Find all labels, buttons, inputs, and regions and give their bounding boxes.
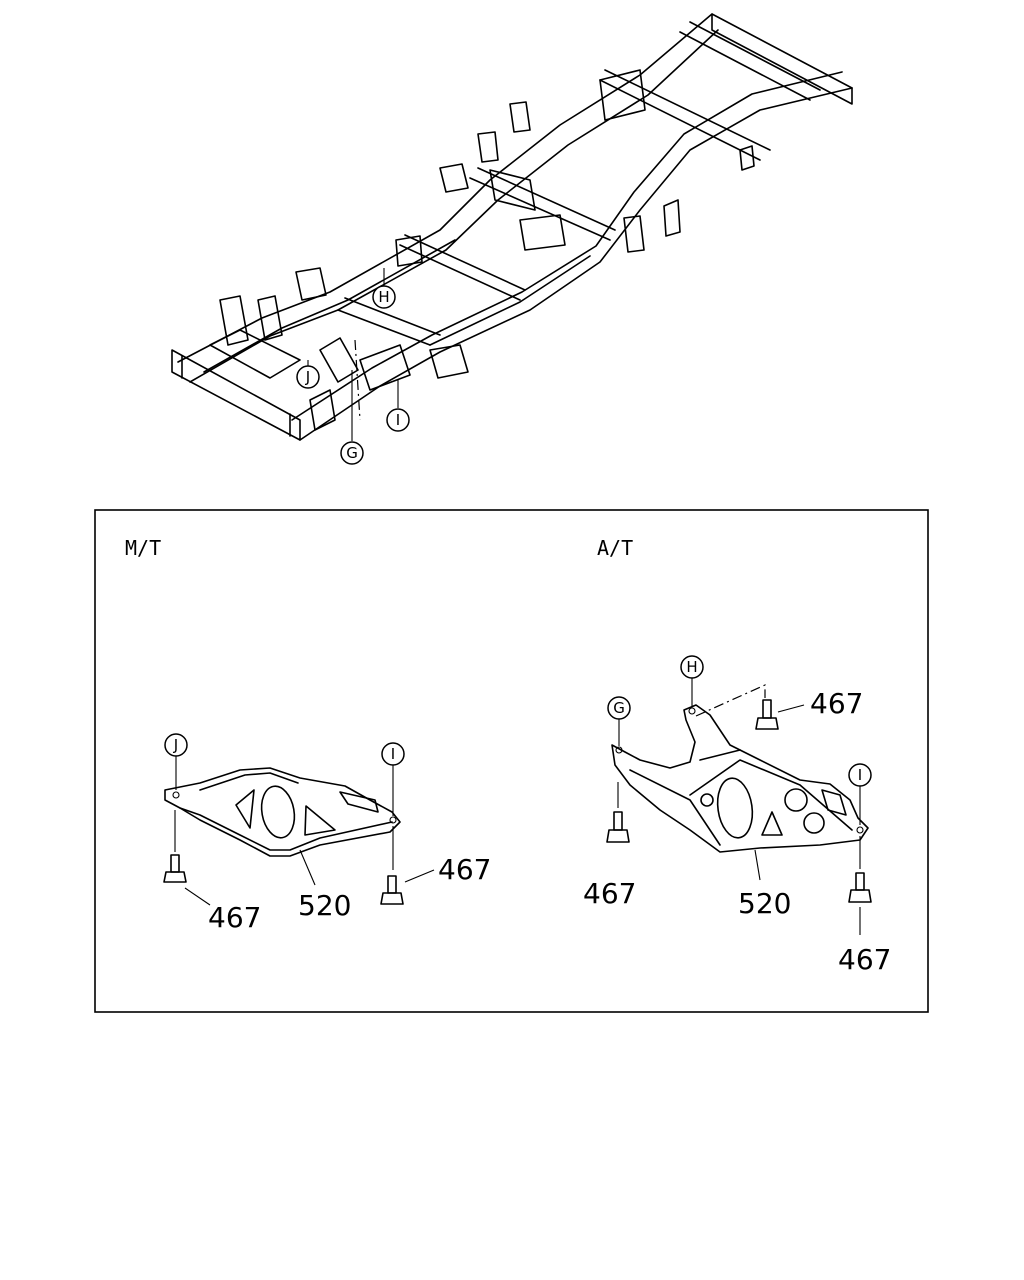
callout-mt-j: J: [164, 733, 188, 757]
callout-frame-j: J: [296, 365, 320, 389]
callout-frame-j-letter: J: [305, 368, 310, 386]
at-bolt-left-label: 467: [583, 877, 636, 910]
callout-mt-i-letter: I: [391, 745, 395, 763]
mt-part-520-label: 520: [298, 889, 351, 922]
at-part-520-label: 520: [738, 887, 791, 920]
callout-frame-g-letter: G: [346, 444, 358, 462]
callout-frame-i: I: [386, 408, 410, 432]
at-bolt-left: [606, 811, 630, 843]
mt-skid-plate-520: [164, 767, 401, 857]
callout-at-i-letter: I: [858, 766, 862, 784]
callout-at-g-letter: G: [613, 699, 625, 717]
callout-frame-h-letter: H: [378, 288, 389, 306]
mt-bolt-right: [380, 875, 404, 905]
callout-frame-i-letter: I: [396, 411, 400, 429]
callout-frame-g: G: [340, 441, 364, 465]
mt-bolt-left: [163, 854, 187, 883]
callout-at-h: H: [680, 655, 704, 679]
mt-bolt-right-label: 467: [438, 853, 491, 886]
callout-mt-j-letter: J: [173, 736, 178, 754]
callout-mt-i: I: [381, 742, 405, 766]
detail-box: [94, 509, 929, 1013]
callout-at-i: I: [848, 763, 872, 787]
at-bolt-top-label: 467: [810, 687, 863, 720]
at-bolt-right: [848, 872, 872, 903]
at-bolt-right-label: 467: [838, 943, 891, 976]
callout-at-g: G: [607, 696, 631, 720]
mt-bolt-left-label: 467: [208, 901, 261, 934]
callout-at-h-letter: H: [686, 658, 697, 676]
chassis-frame-illustration: [171, 13, 853, 441]
mt-variant-label: M/T: [125, 536, 161, 560]
at-skid-plate-520: [611, 704, 869, 853]
callout-frame-h: H: [372, 285, 396, 309]
at-variant-label: A/T: [597, 536, 633, 560]
at-bolt-top: [755, 699, 779, 730]
